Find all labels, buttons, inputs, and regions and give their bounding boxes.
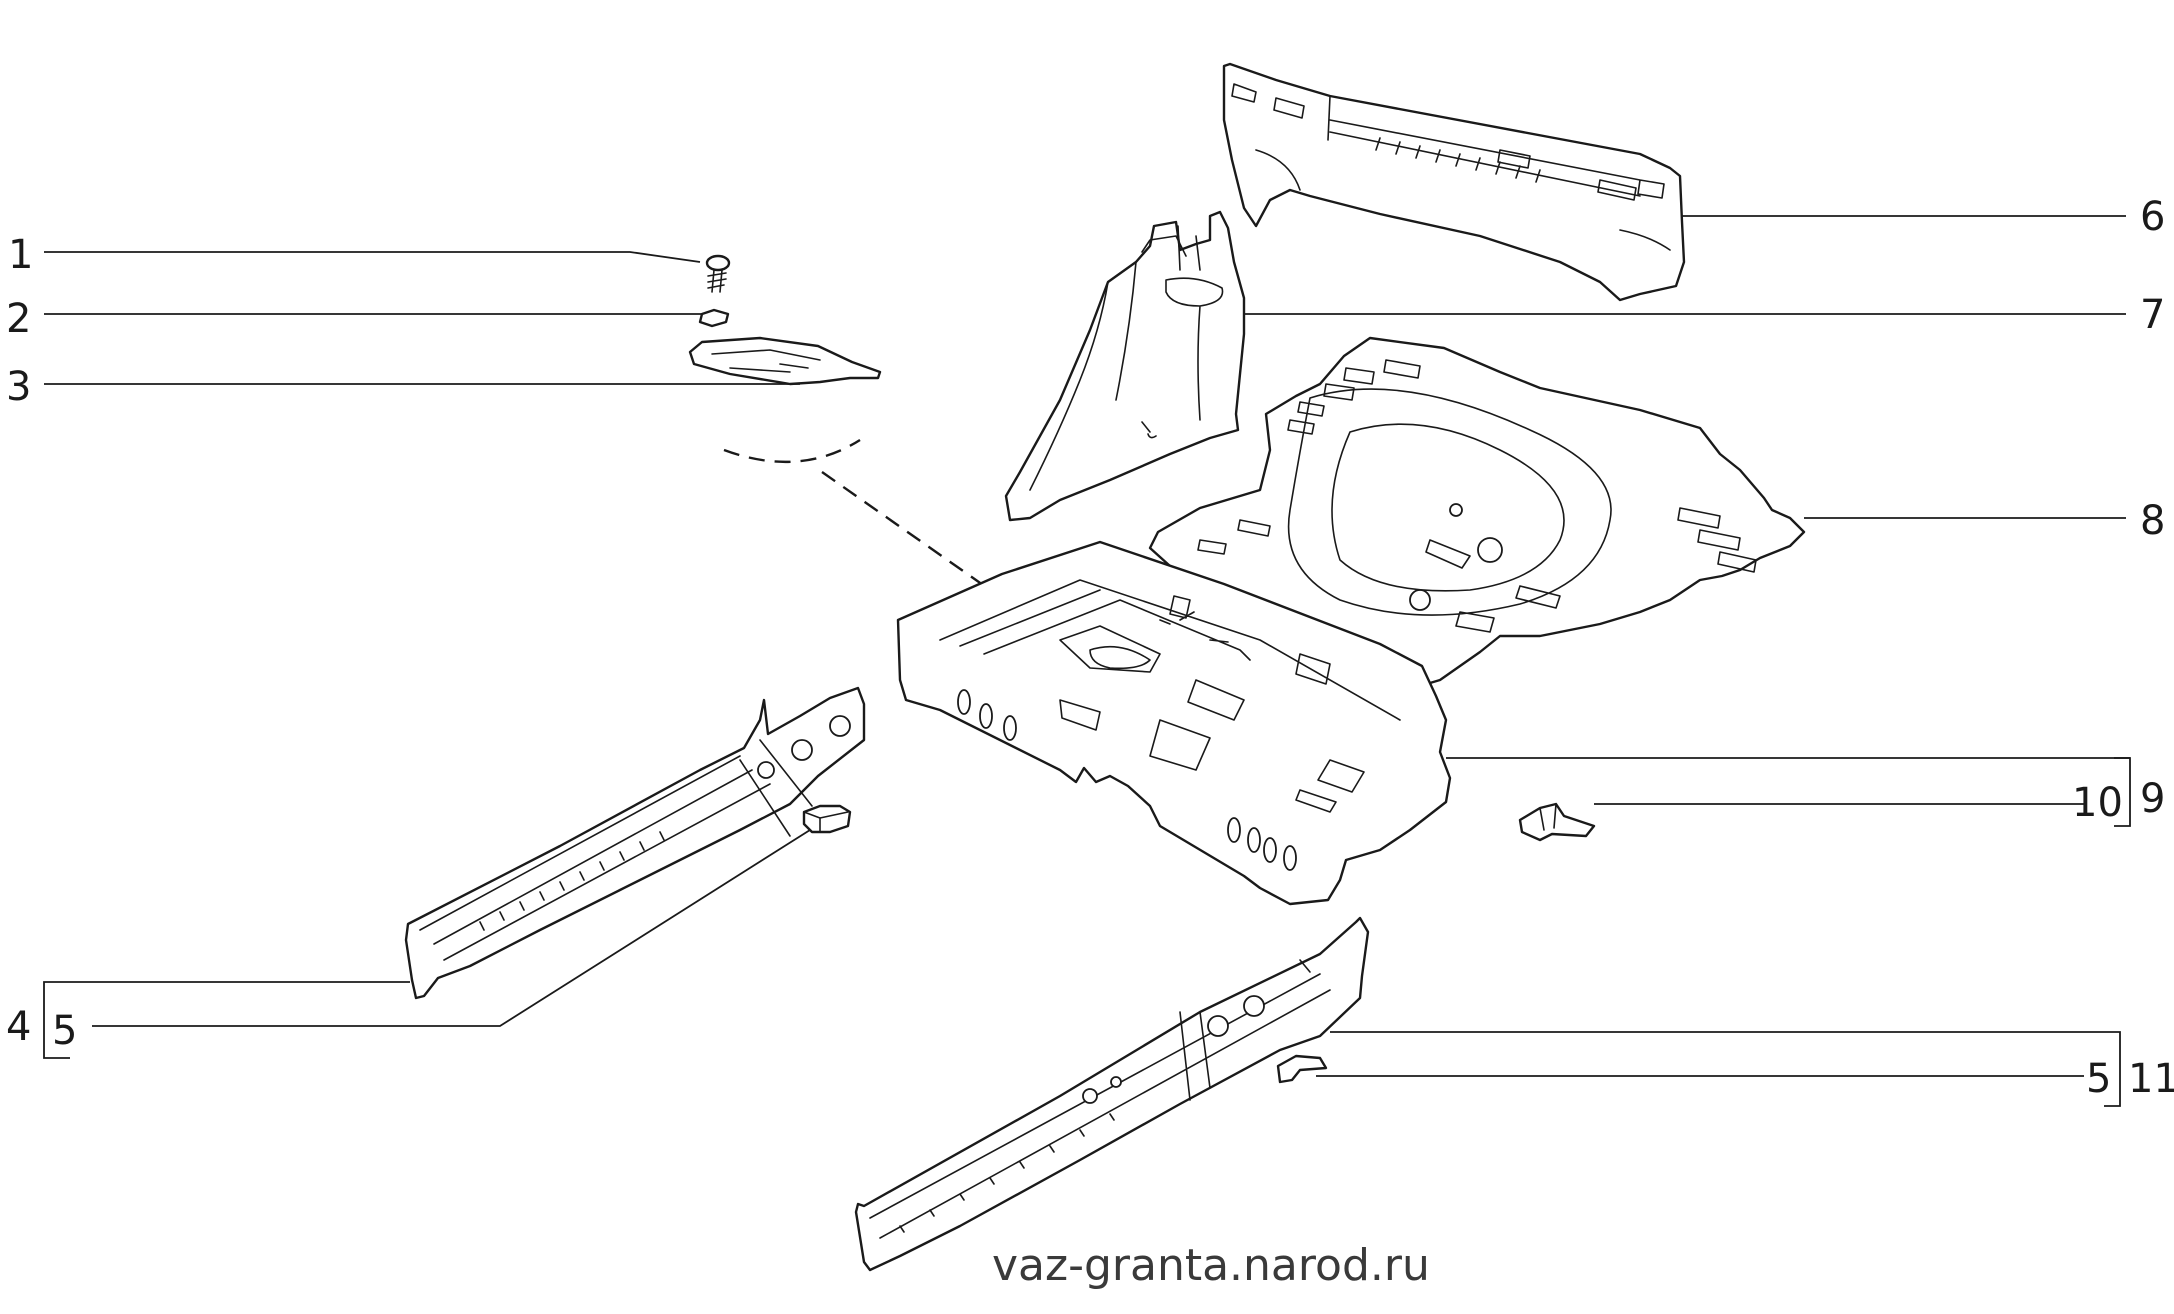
part-wheel-arch <box>1004 210 1246 522</box>
part-screw <box>705 254 731 293</box>
part-insert-left <box>802 804 852 834</box>
group-brackets <box>43 757 2131 1107</box>
bracket-5-11 <box>2104 1031 2121 1107</box>
callout-3: 3 <box>6 364 31 410</box>
callout-6: 6 <box>2140 194 2165 240</box>
bracket-4-5 <box>43 981 70 1059</box>
callout-4: 4 <box>6 1004 31 1050</box>
part-right-sill <box>854 916 1370 1272</box>
callout-9: 9 <box>2140 776 2165 822</box>
part-rear-panel <box>1222 62 1686 302</box>
part-insert-right <box>1276 1054 1328 1084</box>
bracket-10-9 <box>2114 757 2131 827</box>
part-small-bracket <box>1518 802 1596 842</box>
callout-7: 7 <box>2140 292 2165 338</box>
part-nut <box>698 308 730 328</box>
callout-2: 2 <box>6 296 31 342</box>
leader-lines <box>44 215 2130 1077</box>
callout-5-left: 5 <box>52 1008 77 1054</box>
part-left-sill <box>404 686 866 1000</box>
callout-8: 8 <box>2140 498 2165 544</box>
callout-11: 11 <box>2128 1056 2174 1102</box>
part-rear-floor <box>1148 336 1806 688</box>
part-middle-floor <box>896 540 1452 906</box>
callout-5-right: 5 <box>2086 1056 2111 1102</box>
callout-10: 10 <box>2072 780 2123 826</box>
dashed-outline-arc <box>723 438 861 463</box>
part-bracket-plate <box>688 336 882 386</box>
watermark-text: vaz-granta.narod.ru <box>992 1240 1430 1291</box>
callout-1: 1 <box>8 232 33 278</box>
